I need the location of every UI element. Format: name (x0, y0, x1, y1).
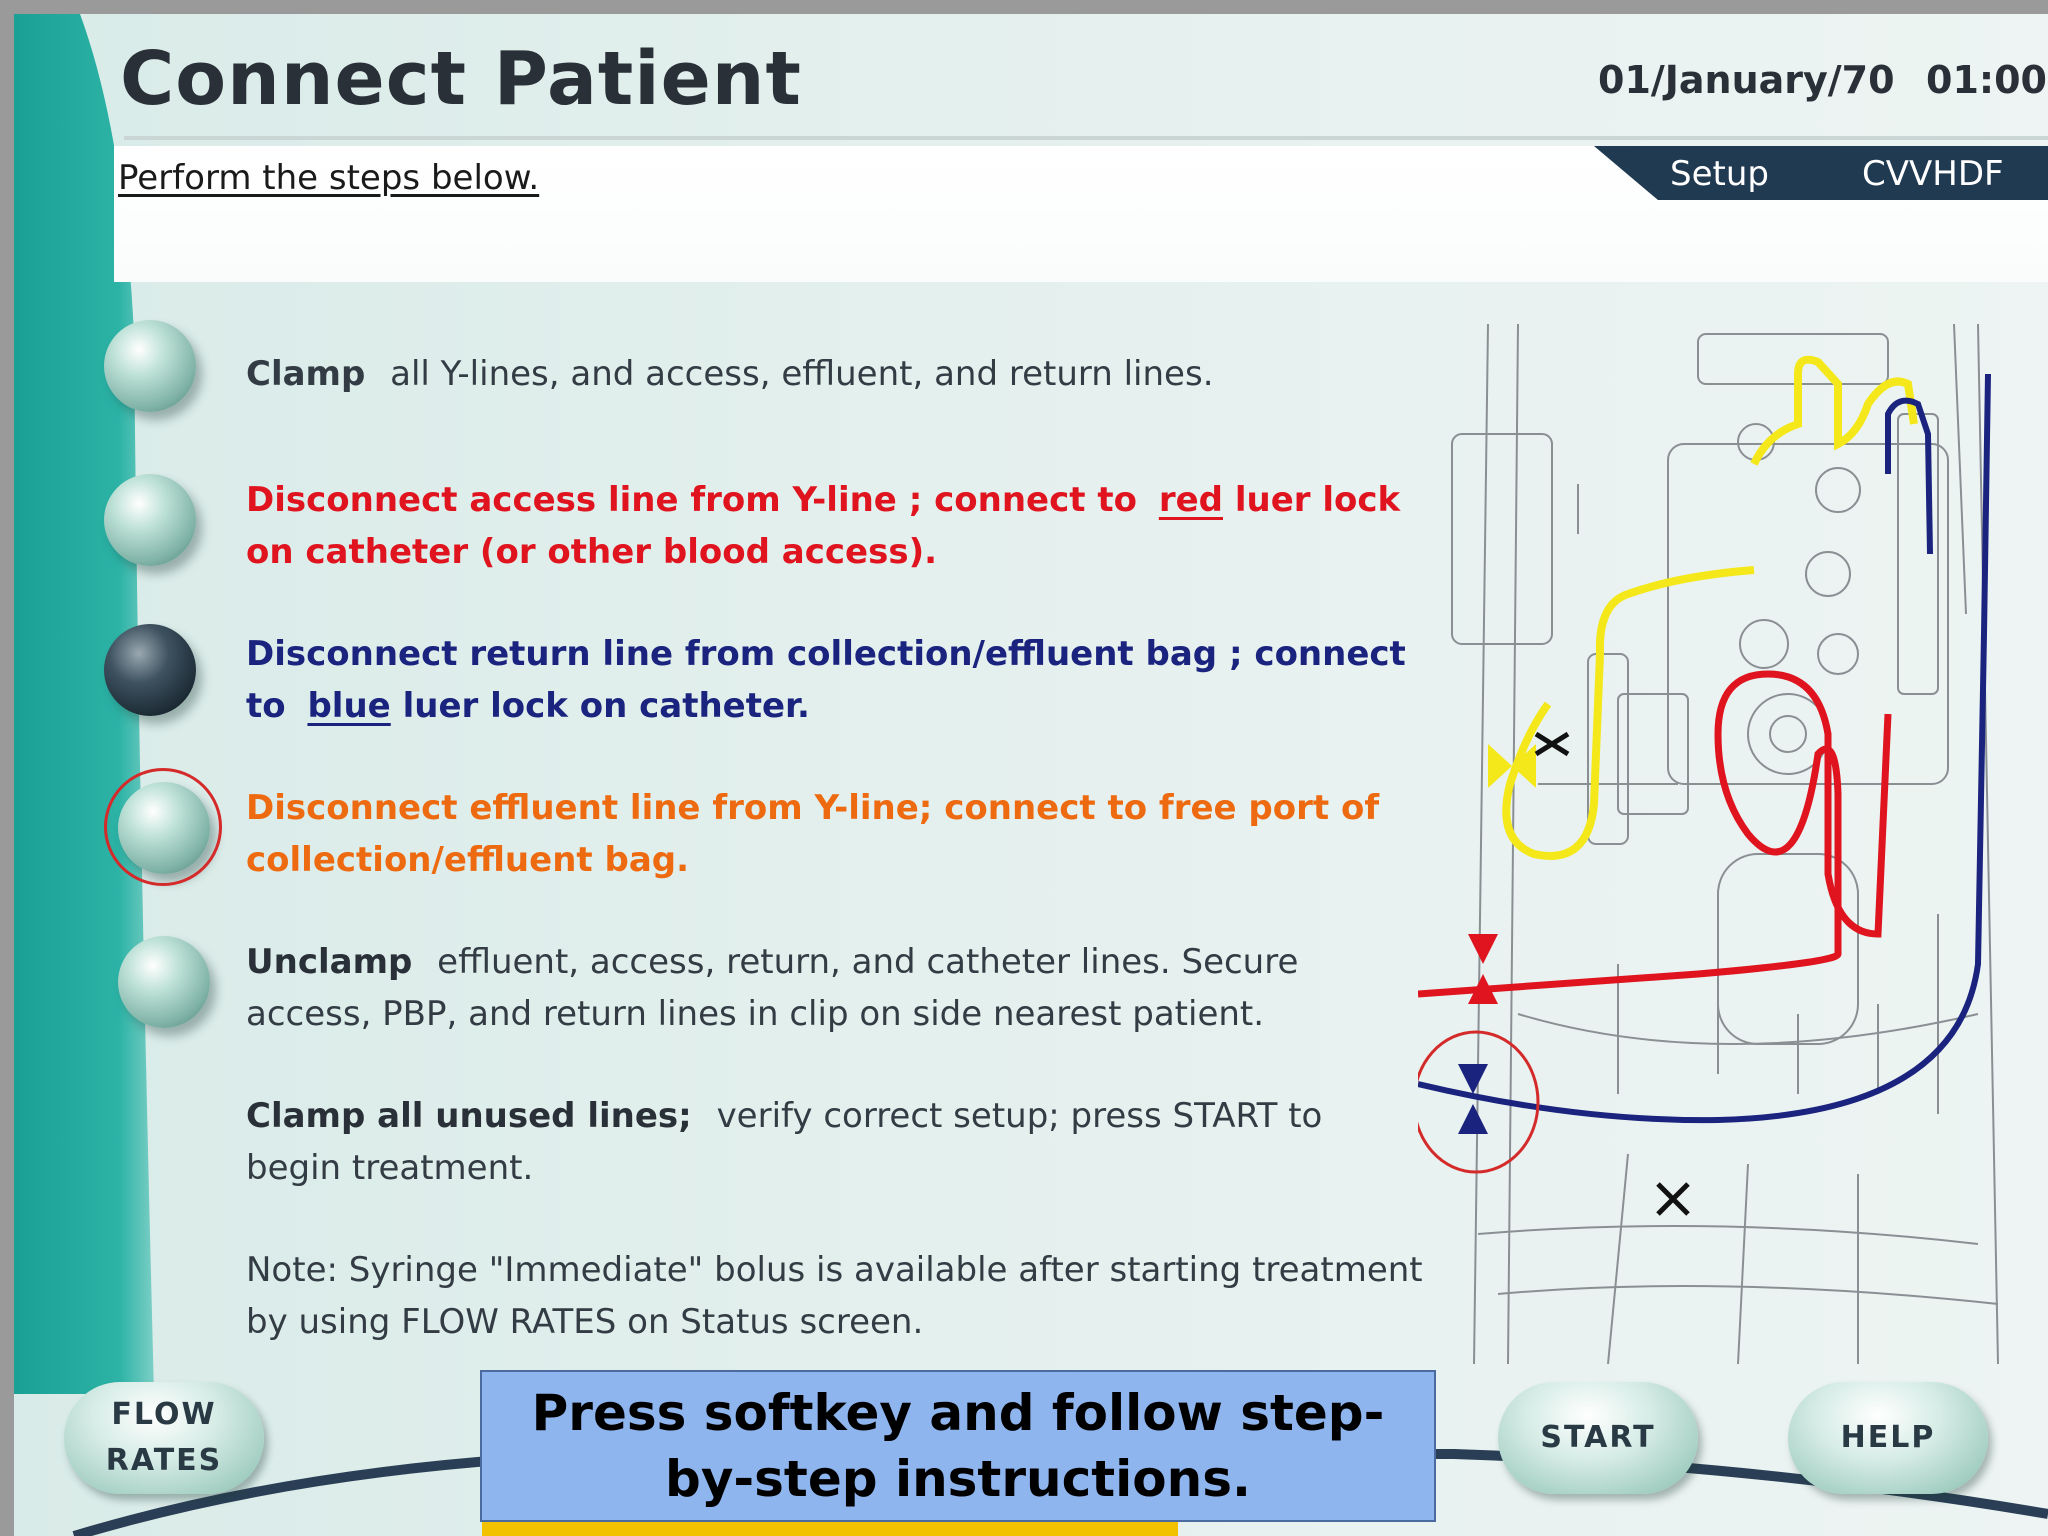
step-2-link: red (1158, 480, 1223, 520)
step-6-text: verify correct setup; press START to beg… (246, 1096, 1323, 1188)
step-6: Clamp all unused lines; verify correct s… (246, 1090, 1426, 1194)
step-6-lead: Clamp all unused lines; (246, 1096, 692, 1136)
step-4-bullet-icon-marked (104, 768, 222, 886)
tutorial-callout: Press softkey and follow step-by-step in… (480, 1370, 1436, 1522)
start-button[interactable]: START (1498, 1382, 1698, 1494)
note-text: Note: Syringe "Immediate" bolus is avail… (246, 1250, 1423, 1342)
red-clamp-icon (1468, 934, 1498, 964)
step-1: Clamp all Y-lines, and access, effluent,… (246, 348, 1426, 400)
step-2-bullet-icon (104, 474, 196, 566)
page-title: Connect Patient (120, 36, 802, 122)
callout-strip (482, 1522, 1178, 1536)
step-3: Disconnect return line from collection/e… (246, 628, 1426, 732)
therapy-label: CVVHDF (1862, 154, 2004, 194)
mode-tab (1594, 146, 2048, 200)
step-2-text-b: luer lock on catheter (or other blood ac… (246, 480, 1401, 572)
step-4-text: Disconnect effluent line from Y-line; co… (246, 788, 1380, 880)
flow-rates-button[interactable]: FLOW RATES (64, 1382, 264, 1494)
step-5-text: effluent, access, return, and catheter l… (246, 942, 1299, 1034)
step-3-link: blue (307, 686, 391, 726)
blue-clamp-icon (1458, 1064, 1488, 1094)
machine-diagram (1418, 323, 1999, 1365)
step-3-text-a: Disconnect return line from collection/e… (246, 634, 1406, 726)
help-button[interactable]: HELP (1788, 1382, 1988, 1494)
yellow-clamp-icon (1488, 744, 1512, 788)
step-5-lead: Unclamp (246, 942, 413, 982)
mode-label: Setup (1670, 154, 1769, 194)
step-5: Unclamp effluent, access, return, and ca… (246, 936, 1426, 1040)
step-4: Disconnect effluent line from Y-line; co… (246, 782, 1426, 886)
header-divider (124, 136, 2048, 140)
step-1-text: all Y-lines, and access, effluent, and r… (390, 354, 1214, 394)
step-2: Disconnect access line from Y-line ; con… (246, 474, 1426, 578)
time-display: 01:00 (1926, 58, 2047, 102)
step-3-text-b: luer lock on catheter. (402, 686, 810, 726)
step-5-bullet-icon (118, 936, 210, 1028)
step-1-lead: Clamp (246, 354, 366, 394)
instruction-text: Perform the steps below. (118, 158, 540, 198)
step-3-bullet-icon-active (104, 624, 196, 716)
date-display: 01/January/70 (1598, 58, 1895, 102)
step-1-bullet-icon (104, 320, 196, 412)
screen: Connect Patient 01/January/70 01:00 Perf… (14, 14, 2048, 1536)
step-2-text-a: Disconnect access line from Y-line ; con… (246, 480, 1137, 520)
